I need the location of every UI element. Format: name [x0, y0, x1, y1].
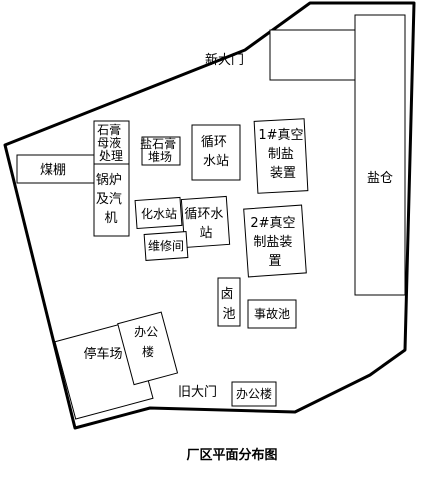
svg-text:1#真空 制盐 装置: 1#真空 制盐 装置 — [258, 128, 307, 181]
brine-pool — [217, 277, 241, 327]
svg-text:锅炉 及汽 机: 锅炉 及汽 机 — [96, 172, 126, 226]
vacuum-salt-unit-1 — [253, 118, 309, 194]
svg-text:石膏 母液 处理: 石膏 母液 处理 — [97, 122, 125, 163]
vacuum-2-line1: 2#真空 — [250, 216, 295, 231]
circ-water-1-line1: 循环 — [201, 135, 227, 150]
gypsum-treatment-line1: 石膏 — [97, 122, 121, 137]
vacuum-2-line2: 制盐装 — [253, 235, 292, 250]
boiler-line2: 及汽 — [96, 192, 122, 207]
brine-pool-line2: 池 — [222, 307, 235, 322]
vacuum-1-line3: 装置 — [270, 166, 296, 181]
vacuum-salt-unit-2 — [243, 204, 307, 278]
vacuum-1-line1: 1#真空 — [258, 128, 303, 143]
brine-pool-line1: 卤 — [220, 286, 233, 302]
repair-workshop — [143, 231, 189, 261]
circ-water-station-1 — [191, 124, 241, 181]
salt-warehouse — [354, 14, 406, 296]
chem-water-station — [134, 196, 183, 230]
site-boundary — [3, 1, 416, 430]
circ-water-1-line2: 水站 — [203, 154, 229, 169]
svg-text:卤 池: 卤 池 — [220, 286, 237, 322]
chem-water-label: 化水站 — [141, 207, 177, 221]
office-1-line1: 办公 — [134, 324, 158, 339]
office-2-label: 办公楼 — [236, 386, 272, 401]
old-gate-label: 旧大门 — [178, 385, 217, 400]
accident-pool-label: 事故池 — [254, 306, 290, 321]
svg-text:2#真空 制盐装 置: 2#真空 制盐装 置 — [250, 216, 299, 269]
office-1-line2: 楼 — [142, 344, 154, 359]
circ-water-2-line1: 循环水 — [184, 207, 223, 222]
salt-warehouse-label: 盐仓 — [367, 171, 393, 186]
svg-text:循环水 站: 循环水 站 — [184, 207, 227, 241]
diagram-title: 厂区平面分布图 — [186, 447, 277, 463]
repair-label: 维修间 — [148, 238, 184, 253]
new-gate-building — [269, 29, 356, 81]
gypsum-treatment-line3: 处理 — [99, 149, 123, 163]
circ-water-2-line2: 站 — [199, 226, 212, 241]
salt-gypsum-yard — [141, 136, 181, 166]
svg-text:办公 楼: 办公 楼 — [134, 324, 162, 359]
boiler-line1: 锅炉 — [96, 172, 122, 188]
office-building-2 — [231, 381, 277, 407]
gypsum-treatment-line2: 母液 — [97, 135, 121, 150]
gypsum-yard-line1: 盐石膏 — [140, 136, 176, 151]
svg-text:循环 水站: 循环 水站 — [201, 135, 231, 169]
svg-text:盐石膏 堆场: 盐石膏 堆场 — [140, 136, 180, 164]
circ-water-station-2 — [180, 195, 231, 249]
vacuum-2-line3: 置 — [268, 254, 281, 269]
new-gate-label: 新大门 — [205, 52, 244, 68]
office-building-1 — [117, 311, 179, 386]
accident-pool — [247, 299, 297, 329]
gypsum-treatment — [93, 120, 130, 165]
boiler-turbine — [93, 163, 130, 237]
coal-shed-label: 煤棚 — [40, 163, 66, 178]
gypsum-yard-line2: 堆场 — [148, 150, 172, 164]
vacuum-1-line2: 制盐 — [268, 147, 294, 162]
parking-label: 停车场 — [83, 346, 122, 362]
boiler-line3: 机 — [104, 211, 117, 226]
